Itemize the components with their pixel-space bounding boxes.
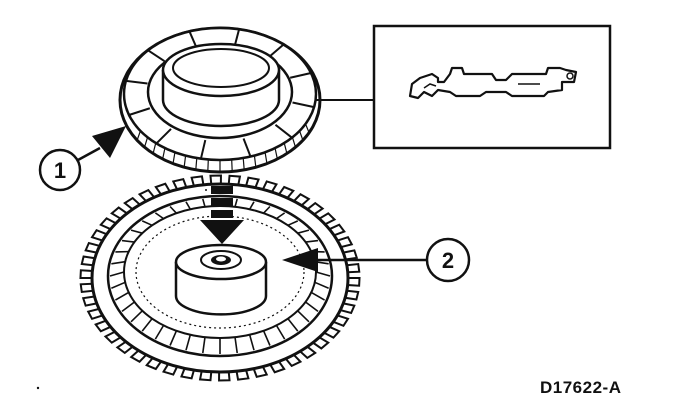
callout-2-number: 2 [442, 248, 454, 273]
flange-hatch-line [183, 155, 187, 168]
flange-shading [136, 123, 310, 172]
gear-inner-splines [109, 198, 331, 354]
flange-hatch-line [152, 142, 157, 154]
gear-drum [79, 174, 361, 382]
gear-inner-spline [275, 212, 286, 220]
scan-speck [36, 386, 40, 390]
gear-inner-spline [234, 198, 238, 208]
gear-inner-spline [310, 291, 326, 301]
flange-hatch-line [264, 152, 268, 164]
flange-hatch-line [136, 130, 141, 141]
gear-inner-spline [154, 212, 165, 220]
gear-inner-spline [248, 201, 255, 210]
gear-inner-spline [185, 334, 192, 351]
flange-hatch-line [253, 155, 257, 168]
gear-inner-spline [169, 330, 178, 346]
gear-inner-spline [141, 220, 153, 227]
flange-tab-line [199, 139, 207, 159]
gear-inner-spline [287, 318, 299, 332]
callout-1-number: 1 [54, 158, 66, 183]
gear-inner-spline [297, 310, 310, 323]
flange-tab-line [155, 128, 172, 145]
flange-tab-line [292, 101, 315, 109]
gear-inner-spline [262, 330, 271, 346]
gear-inner-spline [263, 205, 271, 214]
gear-inner-spline [109, 271, 125, 277]
gear-inner-spline [169, 205, 177, 214]
flange-tabs [125, 29, 315, 159]
ring-cross-section [408, 66, 578, 100]
gear-floor-inner [135, 215, 305, 329]
flange-tab-line [289, 72, 312, 79]
gear-inner-spline [130, 229, 143, 234]
gear-inner-spline [121, 301, 135, 313]
flange-tab-line [274, 123, 293, 139]
flange-hatch-line [299, 130, 304, 141]
flange-tab-line [233, 29, 241, 47]
flange-hatch-line [291, 137, 297, 148]
flange-hatch-line [304, 123, 310, 133]
callout-1: 1 [38, 126, 126, 192]
gear-inner-spline [315, 271, 331, 277]
figure-id: D17622-A [540, 378, 622, 397]
flange-hatch-line [242, 157, 245, 170]
flange-hatch-line [143, 137, 149, 148]
flange-hatch-line [172, 152, 176, 164]
gear-inner-spline [297, 229, 310, 234]
flange-tab-line [147, 49, 166, 63]
scan-speck [205, 189, 207, 191]
gear-inner-spline [154, 324, 165, 340]
install-direction-arrow [200, 186, 244, 244]
ring-assembly [118, 26, 322, 174]
gear-inner-spline [141, 318, 153, 332]
gear-inner-spline [130, 310, 143, 323]
callout-1-circle [38, 148, 82, 192]
callout-1-leader [77, 146, 101, 162]
flange-hatch-line [195, 157, 198, 170]
gear-inner-spline [185, 201, 192, 210]
flange-tab-line [268, 43, 285, 58]
flange-tab-line [125, 79, 148, 85]
callout-2-arrowhead [282, 248, 318, 272]
gear-inner-spline [234, 337, 239, 354]
gear-inner-spline [111, 281, 126, 289]
ring-sleeve [161, 42, 281, 128]
flange-hatch-line [274, 147, 278, 160]
flange-tab-line [188, 31, 198, 48]
gear-inner-spline [248, 334, 255, 351]
gear-inner-spline [314, 281, 329, 289]
callout-2: 2 [282, 237, 471, 283]
gear-inner-spline [305, 239, 319, 243]
gear-inner-spline [121, 239, 135, 243]
flange-hatch-line [162, 147, 166, 160]
flange-tab-line [242, 138, 252, 157]
gear-inner-spline [111, 260, 126, 265]
gear-inner-spline [305, 301, 319, 313]
detail-inset [316, 24, 612, 150]
gear-inner-spline [202, 198, 206, 208]
flange-hatch-line [283, 142, 288, 154]
gear-inner-spline [287, 220, 299, 227]
callout-1-arrowhead [92, 126, 126, 158]
gear-inner-spline [275, 324, 286, 340]
gear-hub [174, 243, 268, 316]
flange-tab-line [128, 107, 151, 116]
gear-inner-spline [201, 337, 206, 354]
gear-inner-spline [114, 291, 130, 301]
